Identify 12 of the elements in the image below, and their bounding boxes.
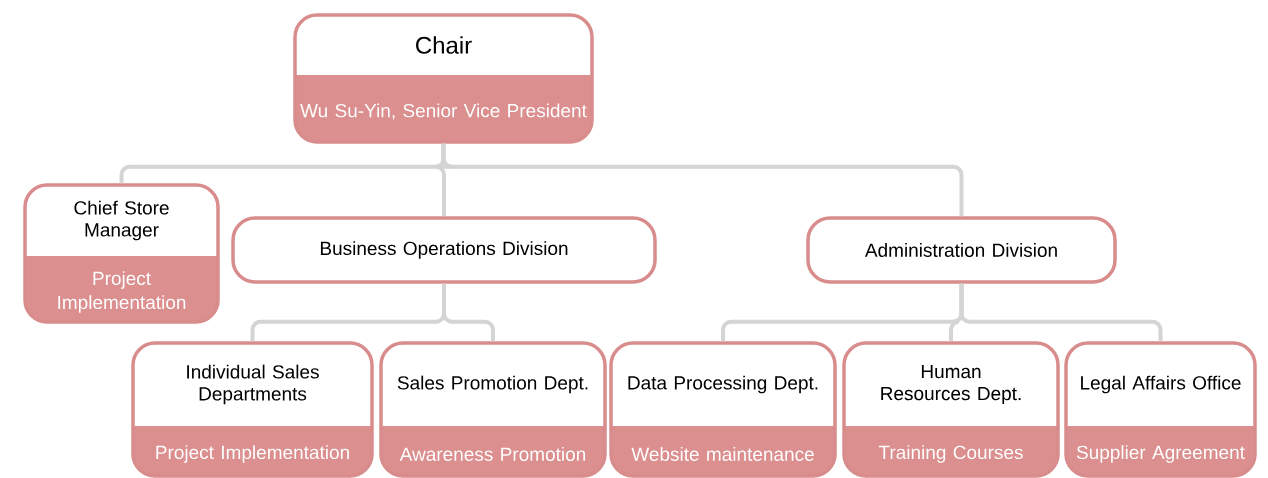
org-box: Chief Store Manager Project Implementation	[23, 183, 220, 324]
org-box: Human Resources Dept. Training Courses	[842, 341, 1060, 478]
org-box: Chair Wu Su-Yin, Senior Vice President	[293, 13, 594, 144]
connector-line	[441, 143, 964, 217]
connector-line	[442, 283, 495, 342]
org-box: Individual Sales Departments Project Implementation	[131, 341, 374, 478]
connector-line	[959, 283, 1163, 342]
org-box: Data Processing Dept. Website maintenance	[609, 341, 837, 478]
org-box: Legal Affairs Office Supplier Agreement	[1064, 341, 1257, 478]
org-box: Business Operations Division	[231, 216, 657, 284]
org-box: Sales Promotion Dept. Awareness Promotion	[379, 341, 607, 478]
org-box: Administration Division	[806, 216, 1117, 284]
